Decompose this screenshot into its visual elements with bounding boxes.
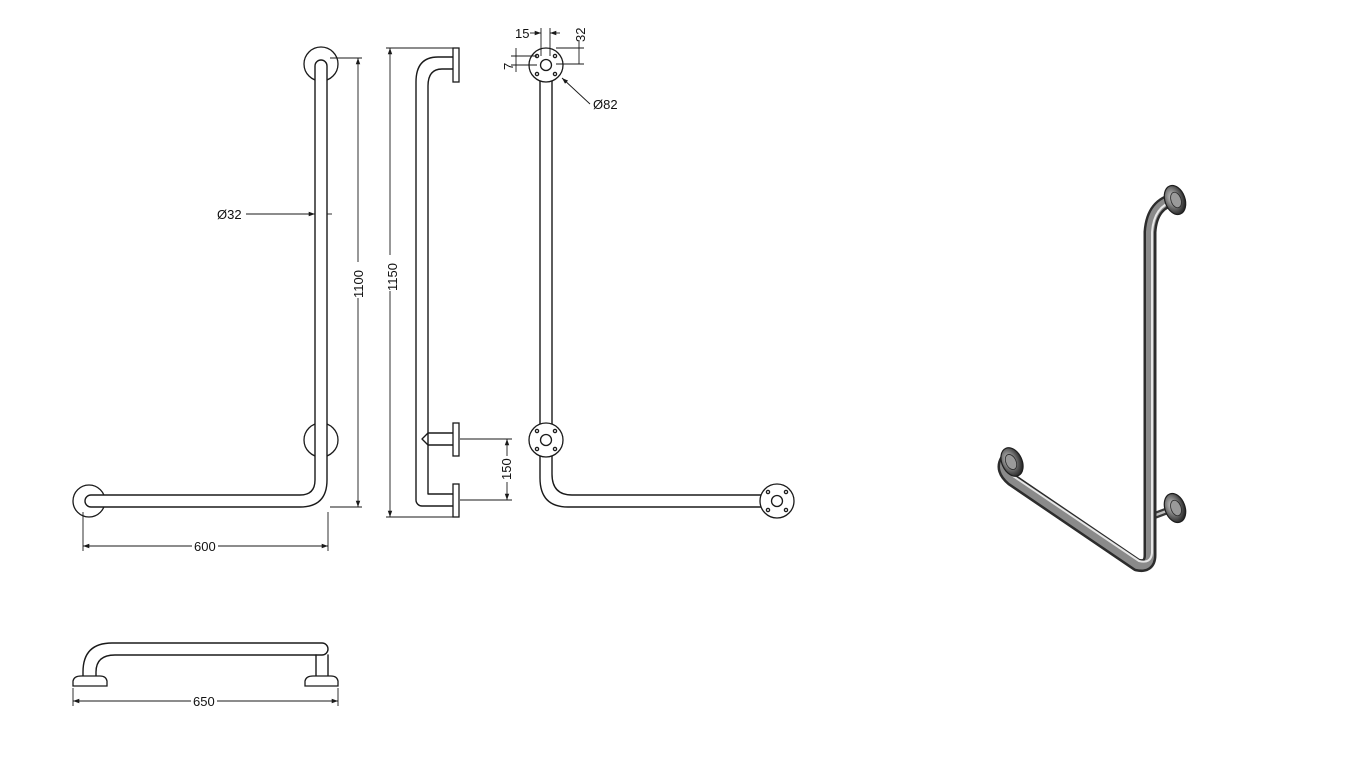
rear-middle-flange — [528, 422, 564, 458]
rear-view — [528, 47, 795, 519]
dim-label-flange-hole-spacing: 32 — [573, 28, 588, 42]
dim-label-flange-diameter: Ø82 — [593, 97, 618, 112]
front-bar-fill — [85, 60, 327, 507]
dim-flange-hole-offset: 15 — [515, 26, 560, 56]
dim-label-flange-hole-edge: 7 — [501, 63, 516, 70]
render-end-flange — [1000, 447, 1024, 477]
dim-support-spacing: 150 — [460, 438, 514, 501]
dim-flange-hole-spacing: 32 — [556, 28, 588, 65]
top-right-flange — [304, 675, 339, 687]
dim-label-flange-hole-offset: 15 — [515, 26, 529, 41]
dim-tube-diameter: Ø32 — [217, 207, 332, 222]
dim-front-height: 1100 — [330, 57, 366, 508]
dim-front-width: 600 — [82, 512, 329, 554]
render-lower-flange — [1163, 492, 1187, 524]
flange-center-hole — [539, 58, 553, 72]
side-top-flange — [452, 47, 460, 83]
front-bar — [84, 59, 328, 508]
side-support-arm — [421, 432, 454, 446]
rear-bar-bottom-outer — [539, 455, 763, 508]
side-bar-outer — [415, 56, 454, 507]
side-bar-inner — [427, 68, 454, 495]
dim-side-height: 1150 — [383, 47, 453, 518]
top-view — [72, 642, 339, 687]
render-top-flange — [1163, 184, 1187, 216]
top-left-flange — [72, 675, 108, 687]
isometric-render — [997, 184, 1187, 572]
front-view — [72, 46, 339, 518]
dim-flange-hole-edge: 7 — [501, 48, 537, 72]
dim-label-front-height: 1100 — [351, 270, 366, 298]
dim-label-top-length: 650 — [193, 694, 215, 709]
top-bar — [82, 642, 329, 677]
dim-label-front-width: 600 — [194, 539, 216, 554]
rear-end-flange — [759, 483, 795, 519]
dim-top-length: 650 — [72, 688, 339, 709]
dim-label-support-spacing: 150 — [499, 458, 514, 480]
dim-label-tube-diameter: Ø32 — [217, 207, 242, 222]
rear-bar-bottom-inner — [551, 455, 763, 496]
side-view — [415, 47, 460, 518]
dim-flange-diameter: Ø82 — [561, 77, 618, 112]
dim-label-side-height: 1150 — [385, 263, 400, 291]
side-bottom-flange — [452, 483, 460, 518]
side-middle-flange — [452, 422, 460, 457]
